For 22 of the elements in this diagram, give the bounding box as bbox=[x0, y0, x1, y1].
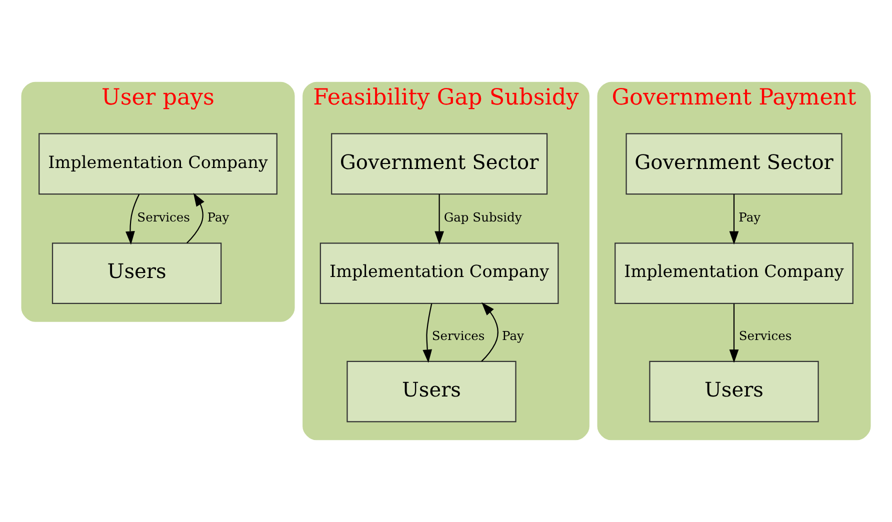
edge-label: Gap Subsidy bbox=[444, 210, 522, 225]
edge-label: Pay bbox=[502, 329, 524, 344]
node-box: Users bbox=[52, 242, 222, 304]
arrow bbox=[729, 194, 739, 245]
arrow bbox=[186, 192, 204, 244]
node-box: Implementation Company bbox=[38, 133, 278, 195]
node-box: Government Sector bbox=[331, 133, 548, 195]
node-box: Government Sector bbox=[626, 133, 842, 195]
arrow bbox=[481, 302, 498, 362]
edge-label: Pay bbox=[738, 210, 761, 225]
edge-label: Services bbox=[738, 329, 792, 344]
arrow bbox=[434, 194, 444, 245]
node-box: Users bbox=[346, 360, 516, 422]
node-box: Implementation Company bbox=[614, 242, 854, 304]
arrow bbox=[126, 194, 140, 245]
arrow bbox=[729, 304, 739, 363]
node-box: Users bbox=[649, 360, 819, 422]
node-box: Implementation Company bbox=[320, 242, 559, 304]
edge-label: Services bbox=[137, 210, 190, 225]
edge-label: Pay bbox=[207, 210, 230, 225]
arrow bbox=[422, 303, 432, 363]
edge-label: Services bbox=[432, 329, 485, 344]
